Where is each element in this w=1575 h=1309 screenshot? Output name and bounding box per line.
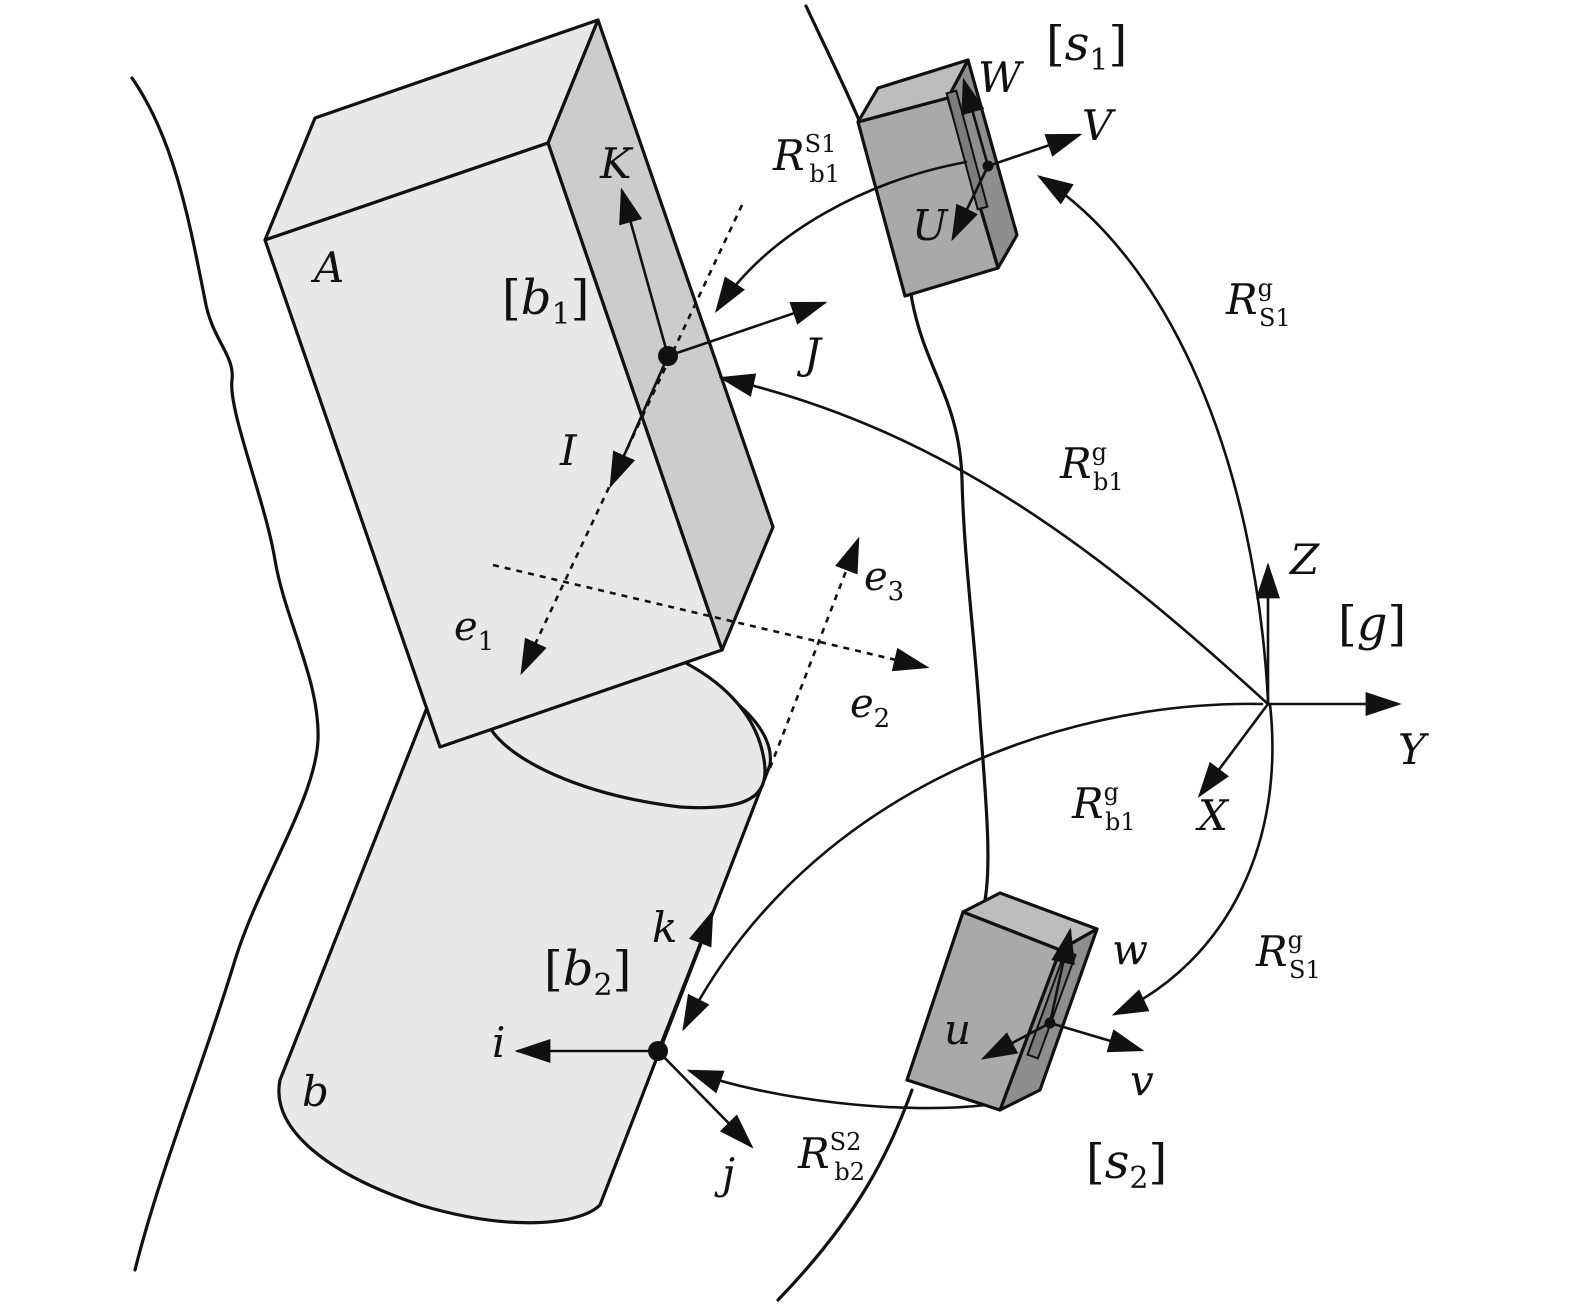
axis-Y-label: Y <box>1398 725 1430 774</box>
sensor-s2-front <box>905 910 1062 1112</box>
axis-J-arrow <box>666 301 828 358</box>
axis-K-arrow <box>619 187 670 358</box>
frame-b1-label: [b1] <box>502 270 589 332</box>
axis-X-label: X <box>1195 791 1230 840</box>
axis-I-arrow <box>609 354 670 489</box>
axis-J-label: J <box>796 329 823 378</box>
frame-b2-origin <box>648 1041 668 1061</box>
axis-k-label: k <box>652 903 677 952</box>
axis-v-label: v <box>1130 1056 1154 1105</box>
arc-g-to-b2 <box>682 702 1264 1032</box>
arc-g-to-s1 <box>1036 175 1270 702</box>
axis-W-arrow <box>961 77 990 168</box>
upper-segment-front-face <box>263 141 724 749</box>
axis-U-arrow <box>951 164 990 242</box>
body-outline-right-lower <box>776 1088 914 1302</box>
axis-U-label: U <box>912 201 949 250</box>
frame-b1 <box>609 187 828 489</box>
axis-V-label: V <box>1082 101 1116 150</box>
frame-b1-origin <box>658 346 678 366</box>
axis-k-arrow <box>656 909 714 1053</box>
axis-V-arrow <box>986 133 1083 168</box>
segment-b-label: b <box>302 1067 329 1116</box>
sensor-s2 <box>905 891 1145 1112</box>
frame-b2-label: [b2] <box>544 941 631 1003</box>
axis-j-arrow <box>656 1049 754 1149</box>
arc-s2-to-b2 <box>686 1069 988 1110</box>
axis-I-label: I <box>559 426 578 475</box>
body-outline-left <box>130 76 320 1272</box>
sensor-s1-front <box>856 96 1000 298</box>
axis-j-label: j <box>714 1149 735 1198</box>
axis-w-arrow <box>1048 927 1075 1025</box>
axis-W-label: W <box>978 53 1025 102</box>
frame-b2 <box>514 909 754 1149</box>
sensor-s1-origin <box>982 160 994 172</box>
axis-i-label: i <box>492 1018 505 1067</box>
axis-u-label: u <box>944 1005 971 1054</box>
axis-w-label: w <box>1112 925 1148 974</box>
arc-g-to-s2 <box>1111 702 1274 1016</box>
axis-X-arrow <box>1197 702 1270 798</box>
e2-label: e2 <box>850 681 890 734</box>
e1-label: e1 <box>454 604 494 657</box>
frame-s1-label: [s1] <box>1046 16 1127 78</box>
frame-g-label: [g] <box>1338 596 1406 652</box>
arc-b1-to-s1 <box>715 160 968 313</box>
sensor-s1 <box>856 58 1083 298</box>
segment-A-label: A <box>310 243 344 292</box>
frame-s2-label: [s2] <box>1086 1134 1167 1196</box>
sensor-s2-origin <box>1044 1017 1056 1029</box>
axis-v-arrow <box>1048 1021 1145 1053</box>
axis-u-arrow <box>980 1021 1052 1060</box>
e3-label: e3 <box>864 554 904 607</box>
arc-g-to-b1 <box>718 373 1270 706</box>
sensor-s1-slot <box>945 89 989 211</box>
e1-axis-line <box>520 204 744 676</box>
axis-K-label: K <box>599 139 634 188</box>
axis-Z-label: Z <box>1288 535 1320 584</box>
e2-axis-line <box>492 563 930 672</box>
e3-axis-line <box>768 536 860 769</box>
